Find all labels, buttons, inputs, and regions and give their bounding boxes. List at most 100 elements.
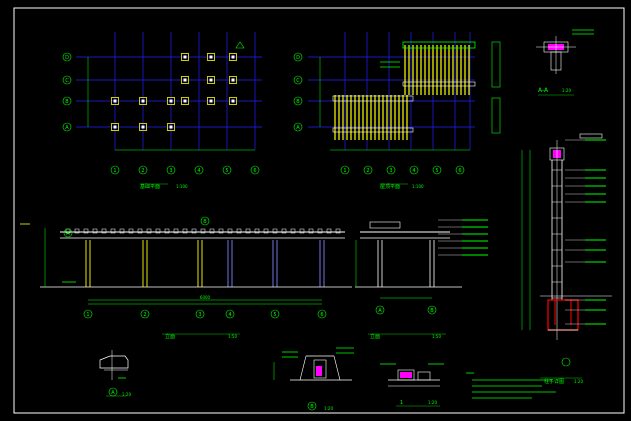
column-axis-bubble (270, 309, 280, 319)
roof-profile (369, 221, 401, 229)
axis-label: B (203, 219, 207, 225)
column-axis-bubble (317, 309, 327, 319)
purlin-end (308, 228, 314, 234)
footing-square (181, 76, 189, 84)
row-axis-bubble (62, 52, 72, 62)
axis-label: 6 (458, 168, 461, 174)
purlin-end (227, 228, 233, 234)
axis-label: A (66, 231, 70, 237)
axis-label: 1 (343, 168, 346, 174)
purlin-end (299, 228, 305, 234)
footing-core (113, 99, 117, 103)
purlin-end (164, 228, 170, 234)
footing-core (209, 78, 213, 82)
axis-label: D (65, 55, 69, 61)
column-detail-title: 柱子详图 (544, 378, 564, 385)
row-axis-bubble (62, 96, 72, 106)
row-axis-bubble (293, 75, 303, 85)
column-detail-view (521, 133, 612, 379)
footing-core (209, 99, 213, 103)
roof-beam (332, 127, 414, 133)
column-axis-bubble (166, 165, 176, 175)
footing-core (231, 78, 235, 82)
elevation-side-scale: 1:50 (432, 334, 441, 339)
purlin-end (173, 228, 179, 234)
axis-label: 3 (169, 168, 172, 174)
axis-label: 5 (225, 168, 228, 174)
purlin-end (182, 228, 188, 234)
axis-label: A (65, 125, 69, 131)
drawing-frame (13, 7, 625, 414)
axis-label: 3 (198, 312, 201, 318)
section-strip (491, 41, 501, 88)
footing-core (141, 125, 145, 129)
column-axis-bubble (83, 309, 93, 319)
column-detail-scale: 1:20 (574, 379, 583, 384)
purlin-end (263, 228, 269, 234)
plan-roof-scale: 1:100 (412, 184, 424, 189)
axis-label: 4 (228, 312, 231, 318)
purlin-end (236, 228, 242, 234)
column-axis-bubble (110, 165, 120, 175)
footing-square (207, 53, 215, 61)
detail-b-sides (299, 355, 341, 381)
plan-foundation-scale: 1:100 (176, 184, 188, 189)
axis-label: D (296, 55, 300, 61)
section-aa-view (536, 29, 594, 96)
column-axis-bubble (363, 165, 373, 175)
column-axis-bubble (340, 165, 350, 175)
column-axis-bubble (194, 165, 204, 175)
purlin-end (290, 228, 296, 234)
detail-b-scale: 1:20 (324, 406, 333, 411)
purlin-end (317, 228, 323, 234)
purlin-end (335, 228, 341, 234)
purlin-end (74, 228, 80, 234)
elevation-axis-bubble (63, 228, 73, 238)
footing-square (167, 97, 175, 105)
axis-label: 2 (141, 168, 144, 174)
footing-core (183, 55, 187, 59)
detail-1-scale: 1:20 (428, 400, 437, 405)
section-aa-title: A-A (538, 87, 549, 94)
detail-bubble (561, 357, 571, 367)
north-marker (235, 41, 245, 49)
detail-1-view: 1 (380, 363, 444, 407)
roof-beam (402, 41, 476, 49)
column-axis-bubble (250, 165, 260, 175)
purlin-end (110, 228, 116, 234)
footing-core (183, 99, 187, 103)
axis-label: A (111, 390, 115, 396)
row-axis-bubble (293, 122, 303, 132)
axis-label: B (296, 99, 300, 105)
purlin-end (254, 228, 260, 234)
purlin-end (200, 228, 206, 234)
detail-b-bubble (307, 401, 317, 411)
axis-label: 5 (435, 168, 438, 174)
footing-square (229, 53, 237, 61)
elevation-main-scale: 1:50 (228, 334, 237, 339)
footing-square (181, 53, 189, 61)
footing-core (141, 99, 145, 103)
axis-label: C (65, 78, 69, 84)
axis-label: 5 (273, 312, 276, 318)
axis-label: 6 (320, 312, 323, 318)
roof-beam (332, 95, 414, 102)
detail-1-fill (400, 372, 412, 378)
column-axis-bubble (138, 165, 148, 175)
axis-label: B (310, 404, 314, 410)
column-axis-bubble (225, 309, 235, 319)
elevation-side-title: 立面 (370, 333, 380, 340)
column-axis-bubble (455, 165, 465, 175)
axis-label: B (65, 99, 69, 105)
axis-label: A (296, 125, 300, 131)
purlin-end (281, 228, 287, 234)
axis-label: 1 (113, 168, 116, 174)
footing-core (169, 125, 173, 129)
purlin-end (272, 228, 278, 234)
dimension-text: 6000 (200, 295, 211, 300)
